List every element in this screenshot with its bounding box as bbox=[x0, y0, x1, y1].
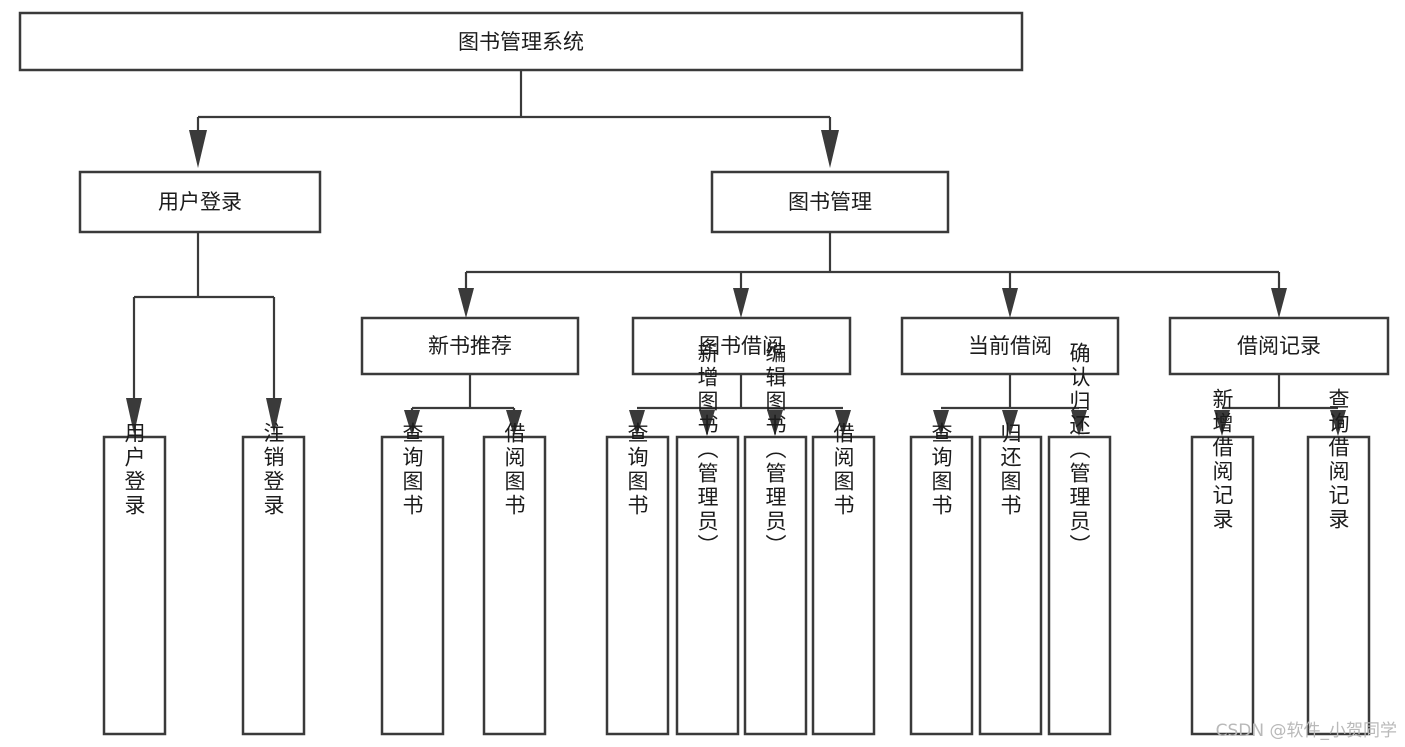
node-root-system-box[interactable] bbox=[18, 11, 1024, 72]
leaf-node[interactable]: 编辑图书（管理员） bbox=[743, 342, 808, 736]
arrow-head-icon bbox=[458, 288, 474, 318]
leaf-node[interactable]: 归还图书 bbox=[978, 422, 1043, 736]
node-borrow-record-label: 借阅记录 bbox=[1237, 334, 1321, 358]
node-new-book-recommend-box[interactable] bbox=[360, 316, 580, 376]
arrow-head-icon bbox=[699, 410, 715, 436]
leaf-user-login-label: 用户登录 bbox=[122, 422, 146, 518]
arrow-head-icon bbox=[767, 410, 783, 436]
node-borrow-record-box[interactable] bbox=[1168, 316, 1390, 376]
leaf-cb-return-book-label: 归还图书 bbox=[998, 422, 1022, 518]
arrow-head-icon bbox=[404, 410, 420, 436]
leaf-bb-edit-book-label: 编辑图书（管理员） bbox=[763, 342, 787, 558]
node-current-borrow-box[interactable] bbox=[900, 316, 1120, 376]
leaf-nb-query-book-label: 查询图书 bbox=[400, 422, 424, 518]
leaf-node[interactable]: 查询图书 bbox=[380, 422, 445, 736]
node-book-borrow[interactable]: 图书借阅 bbox=[631, 316, 852, 376]
leaf-cb-confirm-return-label: 确认归还（管理员） bbox=[1067, 342, 1091, 558]
node-current-borrow-label: 当前借阅 bbox=[968, 334, 1052, 358]
arrow-head-icon bbox=[1214, 410, 1230, 436]
node-root-system[interactable]: 图书管理系统 bbox=[18, 11, 1024, 72]
leaf-br-query-record-label: 查询借阅记录 bbox=[1326, 388, 1350, 532]
arrow-head-icon bbox=[189, 130, 207, 168]
leaf-cb-query-book-box[interactable] bbox=[909, 435, 974, 736]
leaf-nb-borrow-book-box[interactable] bbox=[482, 435, 547, 736]
leaf-nb-query-book-box[interactable] bbox=[380, 435, 445, 736]
leaf-logout-box[interactable] bbox=[241, 435, 306, 736]
node-root-system-label: 图书管理系统 bbox=[458, 30, 584, 54]
leaf-bb-edit-book-box[interactable] bbox=[743, 435, 808, 736]
leaf-logout-label: 注销登录 bbox=[261, 422, 285, 518]
connector-group-current-borrow bbox=[933, 374, 1087, 436]
leaf-br-query-record-box[interactable] bbox=[1306, 435, 1371, 736]
leaf-br-add-record-label: 新增借阅记录 bbox=[1210, 388, 1234, 532]
leaf-cb-query-book-label: 查询图书 bbox=[929, 422, 953, 518]
leaf-bb-add-book-label: 新增图书（管理员） bbox=[695, 342, 719, 558]
arrow-head-icon bbox=[629, 410, 645, 436]
node-current-borrow[interactable]: 当前借阅 bbox=[900, 316, 1120, 376]
leaf-node[interactable]: 新增图书（管理员） bbox=[675, 342, 740, 736]
arrow-head-icon bbox=[506, 410, 522, 436]
connector-group-borrow-record bbox=[1214, 374, 1346, 436]
leaf-node[interactable]: 确认归还（管理员） bbox=[1047, 342, 1112, 736]
arrow-head-icon bbox=[1002, 288, 1018, 318]
arrow-head-icon bbox=[1071, 410, 1087, 436]
connector-group-book-manage bbox=[458, 232, 1287, 318]
node-book-manage-box[interactable] bbox=[710, 170, 950, 234]
node-book-manage-label: 图书管理 bbox=[788, 190, 872, 214]
connector-group-new-book bbox=[404, 374, 522, 436]
arrow-head-icon bbox=[1271, 288, 1287, 318]
leaf-user-login-box[interactable] bbox=[102, 435, 167, 736]
connector-group-book-borrow bbox=[629, 374, 851, 436]
arrow-head-icon bbox=[1330, 410, 1346, 436]
connector-group-user-login bbox=[126, 232, 282, 434]
leaf-node[interactable]: 借阅图书 bbox=[482, 422, 547, 736]
connector-group-root bbox=[189, 70, 839, 168]
arrow-head-icon bbox=[933, 410, 949, 436]
leaf-bb-query-book-label: 查询图书 bbox=[625, 422, 649, 518]
leaf-cb-return-book-box[interactable] bbox=[978, 435, 1043, 736]
node-book-borrow-box[interactable] bbox=[631, 316, 852, 376]
leaf-bb-borrow-book-box[interactable] bbox=[811, 435, 876, 736]
leaf-node[interactable]: 查询借阅记录 bbox=[1306, 388, 1371, 736]
leaf-node[interactable]: 用户登录 bbox=[102, 422, 167, 736]
leaf-bb-add-book-box[interactable] bbox=[675, 435, 740, 736]
arrow-head-icon bbox=[266, 398, 282, 434]
node-book-borrow-label: 图书借阅 bbox=[699, 334, 783, 358]
node-user-login-box[interactable] bbox=[78, 170, 322, 234]
node-new-book-recommend[interactable]: 新书推荐 bbox=[360, 316, 580, 376]
leaf-node[interactable]: 注销登录 bbox=[241, 422, 306, 736]
arrow-head-icon bbox=[733, 288, 749, 318]
arrow-head-icon bbox=[126, 398, 142, 434]
node-user-login-label: 用户登录 bbox=[158, 190, 242, 214]
leaf-br-add-record-box[interactable] bbox=[1190, 435, 1255, 736]
leaf-node[interactable]: 查询图书 bbox=[909, 422, 974, 736]
leaf-cb-confirm-return-box[interactable] bbox=[1047, 435, 1112, 736]
leaf-nb-borrow-book-label: 借阅图书 bbox=[502, 422, 526, 518]
leaf-bb-borrow-book-label: 借阅图书 bbox=[831, 422, 855, 518]
arrow-head-icon bbox=[1002, 410, 1018, 436]
node-new-book-recommend-label: 新书推荐 bbox=[428, 334, 512, 358]
node-book-manage[interactable]: 图书管理 bbox=[710, 170, 950, 234]
node-borrow-record[interactable]: 借阅记录 bbox=[1168, 316, 1390, 376]
arrow-head-icon bbox=[835, 410, 851, 436]
arrow-head-icon bbox=[821, 130, 839, 168]
leaf-node[interactable]: 新增借阅记录 bbox=[1190, 388, 1255, 736]
leaf-bb-query-book-box[interactable] bbox=[605, 435, 670, 736]
leaf-node[interactable]: 借阅图书 bbox=[811, 422, 876, 736]
leaf-node[interactable]: 查询图书 bbox=[605, 422, 670, 736]
node-user-login[interactable]: 用户登录 bbox=[78, 170, 322, 234]
